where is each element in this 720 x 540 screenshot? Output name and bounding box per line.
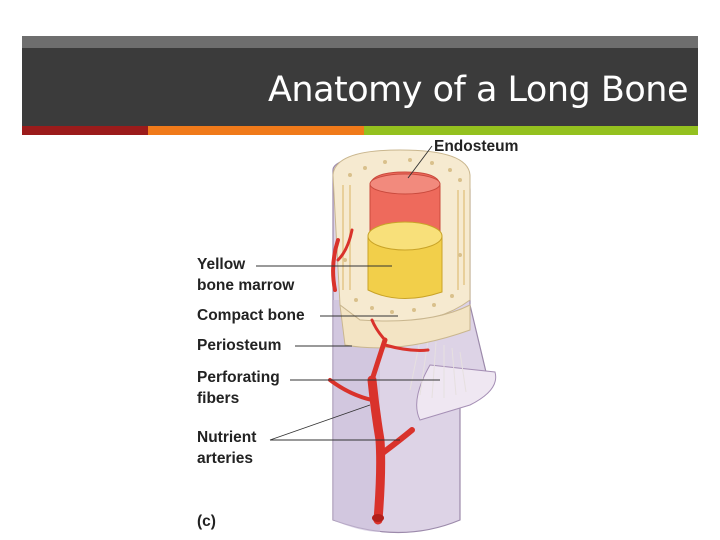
label-perforating-line1: Perforating <box>197 369 280 386</box>
label-yellow-marrow-line1: Yellow <box>197 256 246 273</box>
label-compact-bone: Compact bone <box>197 307 305 324</box>
label-nutrient-line2: arteries <box>197 450 254 467</box>
accent-green <box>364 126 698 135</box>
label-periosteum: Periosteum <box>197 337 282 354</box>
leader-nutrient-1 <box>269 404 371 441</box>
yellow-marrow-top <box>367 221 443 251</box>
artery-end <box>372 514 384 522</box>
slide-title: Anatomy of a Long Bone <box>267 70 689 110</box>
leader-endosteum <box>407 145 433 179</box>
red-marrow-top <box>369 173 441 195</box>
accent-red <box>22 126 148 135</box>
osteon-dots <box>343 158 462 314</box>
label-yellow-marrow-line2: bone marrow <box>197 277 295 294</box>
compact-bone-layer <box>339 303 471 349</box>
compact-bone-lamellae <box>342 185 465 290</box>
title-bar: Anatomy of a Long Bone <box>22 48 698 126</box>
label-panel: (c) <box>197 513 216 530</box>
label-perforating-line2: fibers <box>197 390 240 407</box>
yellow-marrow <box>367 235 443 300</box>
bone-outer-shading <box>333 300 380 532</box>
label-endosteum: Endosteum <box>434 138 519 155</box>
accent-orange <box>148 126 364 135</box>
leader-lines <box>256 145 440 441</box>
title-top-strip <box>22 36 698 48</box>
label-nutrient-line1: Nutrient <box>197 429 257 446</box>
